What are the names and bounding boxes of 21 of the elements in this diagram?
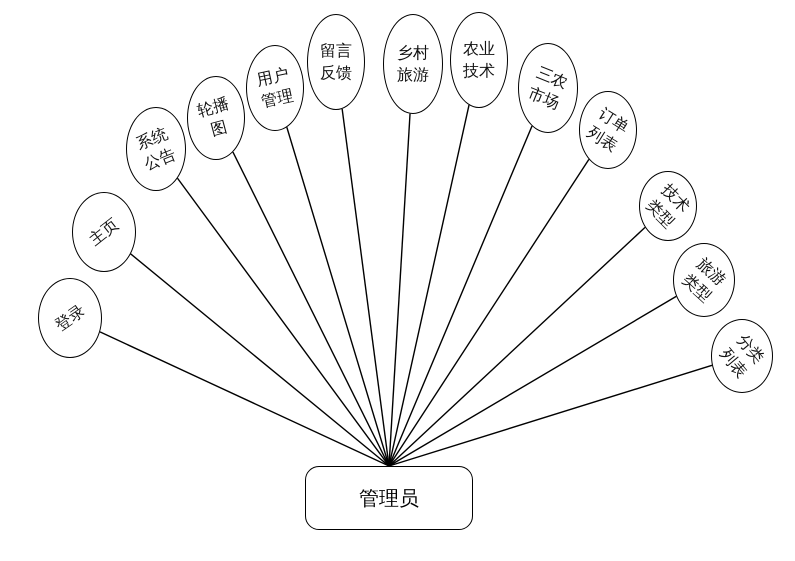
function-ellipse: 系统公告	[126, 107, 186, 191]
function-ellipse: 轮播图	[187, 76, 245, 160]
function-ellipse: 登录	[38, 278, 102, 358]
function-ellipse: 订单列表	[579, 91, 637, 169]
function-ellipse: 技术类型	[639, 171, 697, 241]
function-ellipse: 三农市场	[518, 43, 578, 133]
connector-line	[100, 331, 390, 467]
connector-line	[388, 226, 646, 467]
function-ellipse: 用户管理	[246, 45, 304, 131]
connector-line	[388, 364, 712, 467]
connector-line	[176, 178, 390, 466]
connector-line	[388, 296, 677, 467]
function-ellipse: 旅游类型	[673, 243, 735, 317]
function-ellipse: 乡村旅游	[383, 14, 443, 114]
function-ellipse: 留言反馈	[307, 14, 365, 110]
role-box: 管理员	[305, 466, 473, 530]
connector-line	[388, 158, 590, 466]
function-ellipse: 农业技术	[450, 12, 508, 108]
function-ellipse: 分类列表	[711, 319, 773, 393]
connector-line	[130, 253, 390, 467]
function-ellipse: 主页	[72, 192, 136, 272]
